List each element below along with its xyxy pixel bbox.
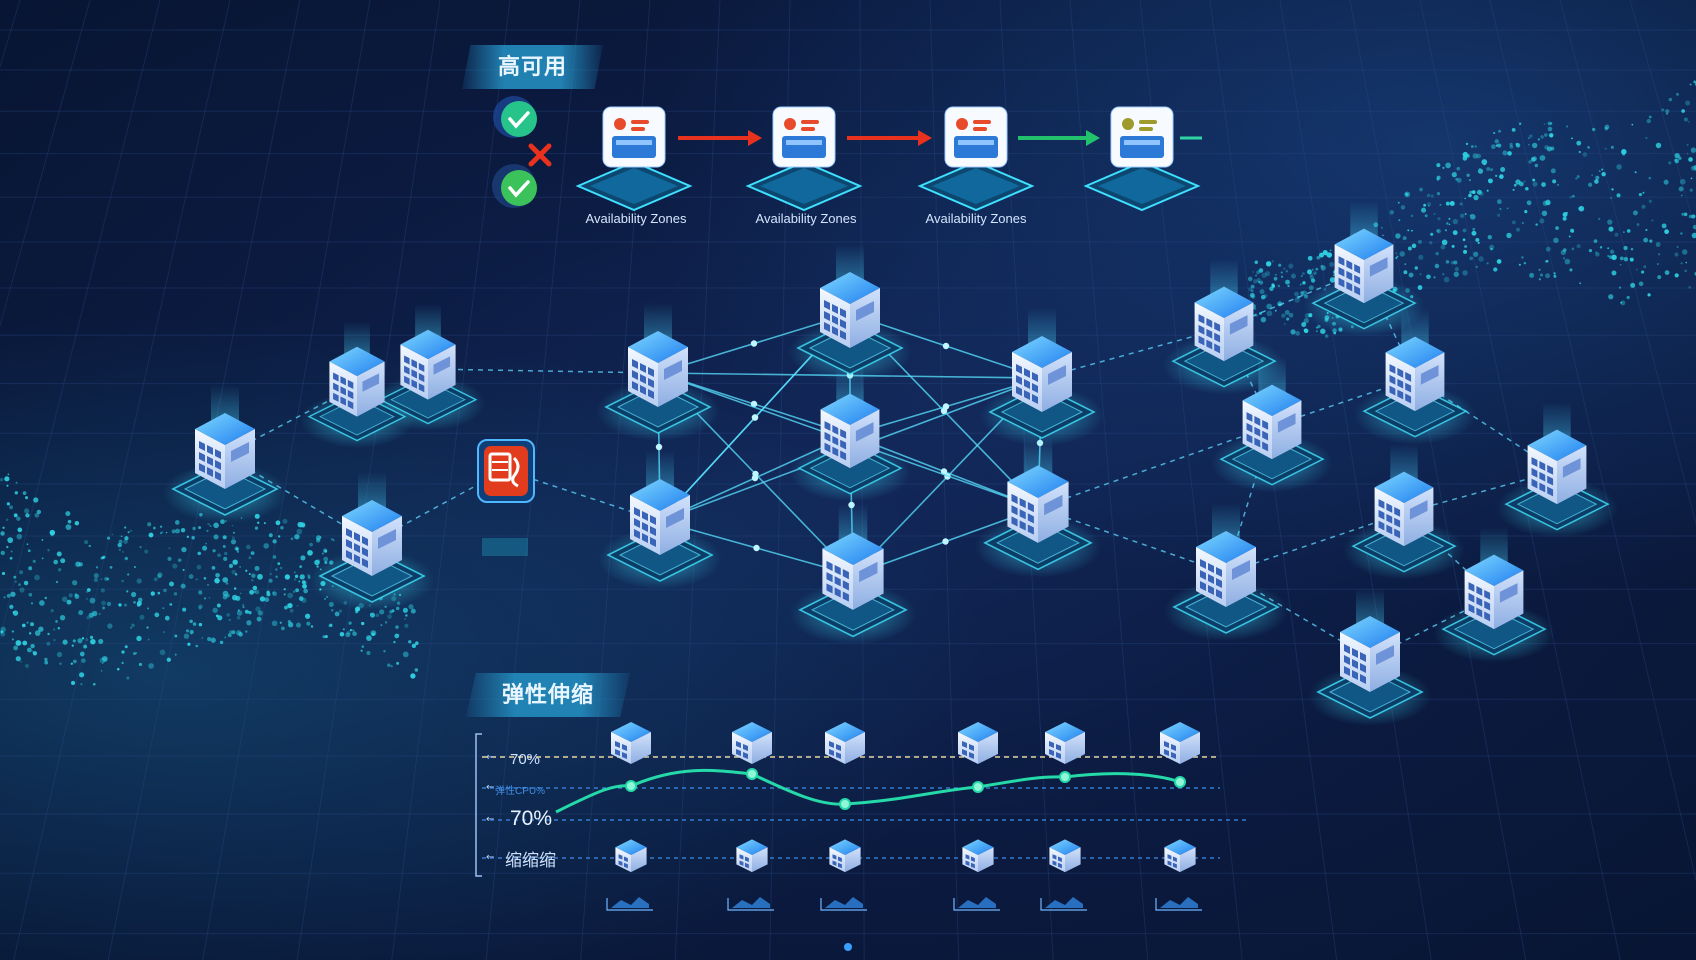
mini-chart-icon [606,897,653,911]
server-card-icon [1083,106,1201,212]
curve-point [972,781,984,793]
curve-point [625,780,637,792]
cube-icon [829,839,861,873]
building-node-icon [974,436,1102,578]
dashed-link [504,469,661,522]
y-axis-bracket [475,733,482,877]
axis-tick-arrow: ← [486,782,494,793]
link-node [750,400,758,408]
server-card-icon [745,106,863,212]
building-node-icon [163,385,287,523]
curve-point [746,768,758,780]
elastic-scaling-title: 弹性伸缩 [466,673,631,717]
cube-icon [1049,839,1081,873]
curve-point [1059,771,1071,783]
dashed-link [427,368,659,374]
server-card-icon [917,106,1035,212]
server-card-icon [575,106,693,212]
building-nodes [163,201,1618,726]
high-availability-title: 高可用 [462,45,604,89]
building-node-icon [1163,259,1285,395]
gateway-icon [477,439,535,556]
arrow-head [748,130,762,146]
cube-icon [962,839,994,873]
building-node-icon [789,366,911,502]
cube-icon [825,722,865,764]
cube-icon [736,839,768,873]
building-node-icon [310,472,434,610]
building-node-icon [1211,357,1333,493]
axis-tick-arrow: ← [486,752,494,763]
building-node-icon [789,503,917,645]
arrow-head [918,130,932,146]
page-indicator-dot [844,943,852,951]
curve-point [839,798,851,810]
building-node-icon [1433,527,1555,663]
building-node-icon [1496,402,1618,538]
building-node-icon [1164,503,1288,641]
mini-chart-icon [1155,897,1202,911]
mini-chart-icon [727,897,774,911]
dashed-link [1041,327,1225,379]
building-node-icon [596,303,720,441]
check-circle-icon [501,170,537,206]
building-node-icon [1308,588,1432,726]
zone-label-2: Availability Zones [755,211,857,226]
building-node-icon [1303,201,1425,337]
link-node [942,403,950,410]
building-node-icon [1354,309,1476,445]
link-node [942,342,950,350]
cube-icon [611,722,651,764]
scale-in-label: 缩缩缩 [505,851,556,870]
building-node-icon [980,308,1104,446]
axis-tick-arrow: ← [486,852,494,863]
link-node [940,468,948,475]
curve-point [1174,776,1186,788]
link-node [751,474,759,482]
cube-icon [958,722,998,764]
cube-icon [1045,722,1085,764]
axis-tick-arrow: ← [486,814,494,825]
dashed-link [1037,507,1227,574]
arrow-head [1086,130,1100,146]
zone-label-3: Availability Zones [925,211,1027,226]
cube-icon [732,722,772,764]
building-node-icon [788,244,912,382]
cpu-label: 弹性CPU% [495,786,546,797]
utilization-curve [555,768,1181,814]
cube-icon [1160,722,1200,764]
mini-chart-icon [820,897,867,911]
check-circle-icon [501,101,537,137]
dashed-link [1037,425,1273,509]
cross-icon [528,143,552,167]
link-node [655,443,663,451]
mini-chart-icon [953,897,1000,911]
link-node [750,340,758,347]
threshold-upper-label: 70% [510,751,541,768]
link-node [751,414,759,421]
cube-icon [615,839,647,873]
building-node-icon [299,320,415,448]
cube-icon [1164,839,1196,873]
threshold-main-label: 70% [510,807,553,830]
mini-chart-icon [1040,897,1087,911]
building-node-icon [1343,444,1465,580]
link-node [942,538,949,545]
scaling-chart: ← ← ← ← [475,722,1250,951]
link-node [753,544,760,552]
building-node-icon [598,451,722,589]
dashed-link [1225,572,1371,659]
zone-label-1: Availability Zones [585,211,687,226]
availability-zone-row [492,96,1202,212]
